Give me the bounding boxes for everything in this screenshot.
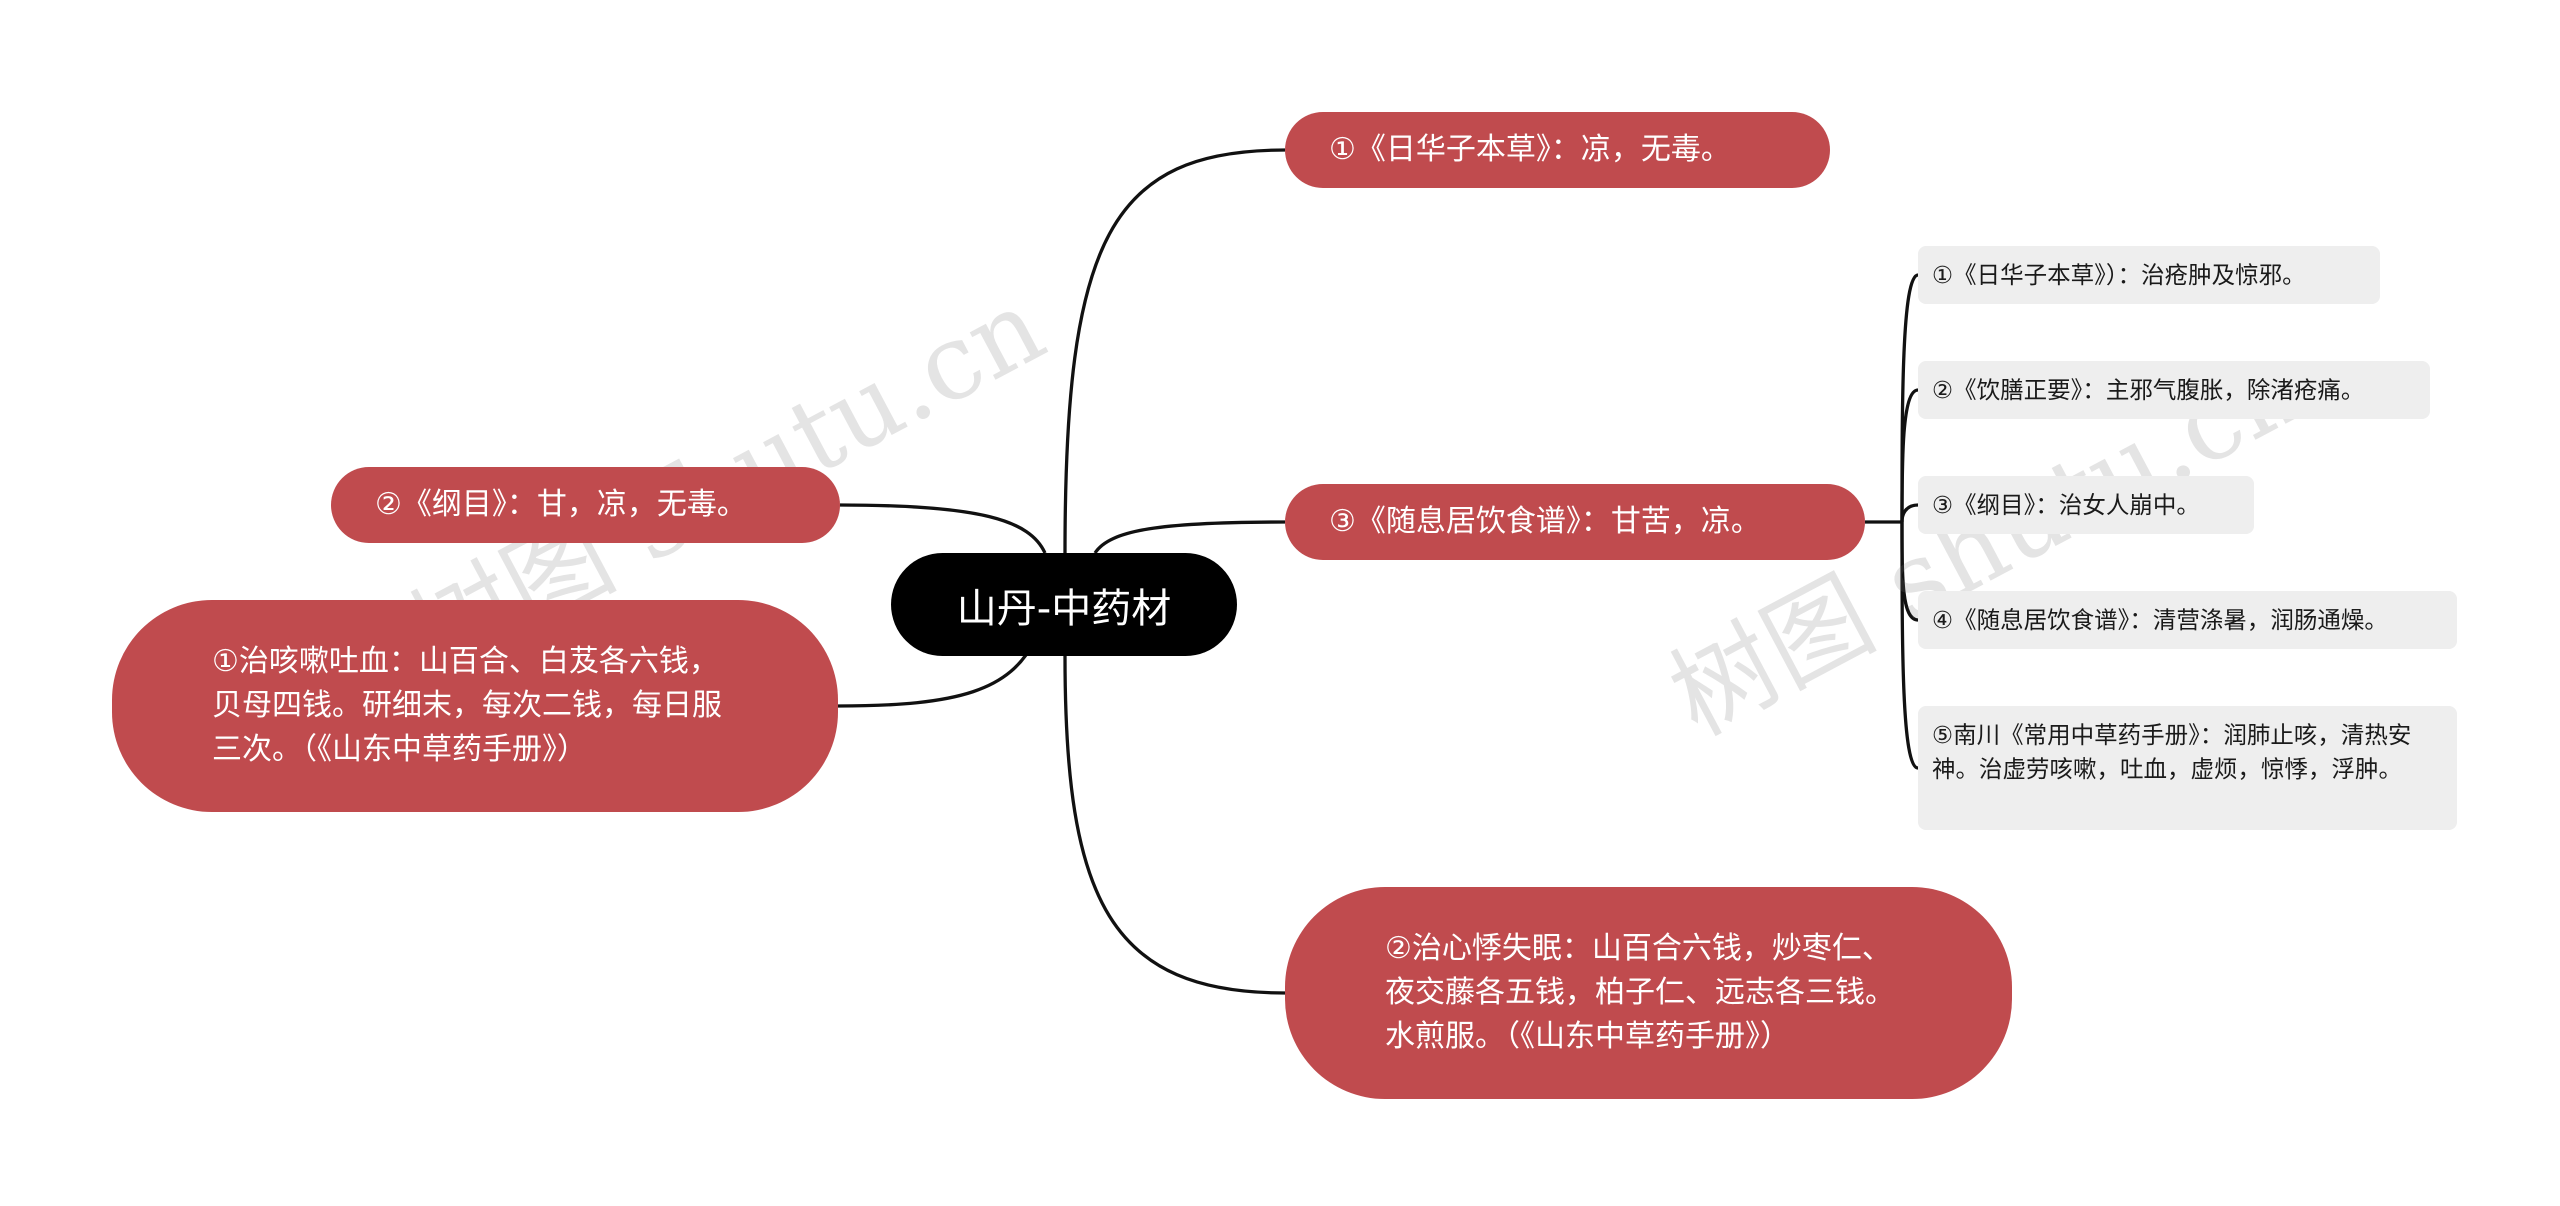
- root-node[interactable]: 山丹-中药材: [891, 553, 1237, 656]
- leaf-sub-suixiju[interactable]: ④《随息居饮食谱》：清营涤暑，润肠通燥。: [1918, 591, 2457, 649]
- link-root-left-gangmu: [839, 503, 1047, 554]
- branch-left-gangmu[interactable]: ②《纲目》：甘，凉，无毒。: [331, 467, 840, 543]
- branch-right-rihuazi[interactable]: ①《日华子本草》：凉，无毒。: [1285, 112, 1830, 188]
- leaf-sub-rihuazi[interactable]: ①《日华子本草》）：治疮肿及惊邪。: [1918, 246, 2380, 304]
- link-root-right-rihuazi: [1063, 148, 1286, 554]
- link-root-left-cough: [837, 639, 1037, 708]
- branch-right-suixiju[interactable]: ③《随息居饮食谱》：甘苦，凉。: [1285, 484, 1865, 560]
- link-sub-gangmu: [1900, 503, 1919, 523]
- link-sub-suixiju: [1900, 521, 1919, 622]
- link-sub-yinshan: [1900, 388, 1919, 523]
- branch-left-cough[interactable]: ①治咳嗽吐血：山百合、白芨各六钱，贝母四钱。研细末，每次二钱，每日服三次。（《山…: [112, 600, 838, 812]
- link-root-right-suixiju: [1093, 520, 1286, 554]
- link-root-right-palpitation: [1063, 655, 1286, 995]
- leaf-sub-gangmu[interactable]: ③《纲目》：治女人崩中。: [1918, 476, 2254, 534]
- link-sub-nanchuan: [1900, 521, 1919, 770]
- leaf-sub-nanchuan[interactable]: ⑤南川《常用中草药手册》：润肺止咳，清热安神。治虚劳咳嗽，吐血，虚烦，惊悸，浮肿…: [1918, 706, 2457, 830]
- leaf-sub-yinshan[interactable]: ②《饮膳正要》：主邪气腹胀，除渚疮痛。: [1918, 361, 2430, 419]
- branch-right-palpitation[interactable]: ②治心悸失眠：山百合六钱，炒枣仁、夜交藤各五钱，柏子仁、远志各三钱。水煎服。（《…: [1285, 887, 2012, 1099]
